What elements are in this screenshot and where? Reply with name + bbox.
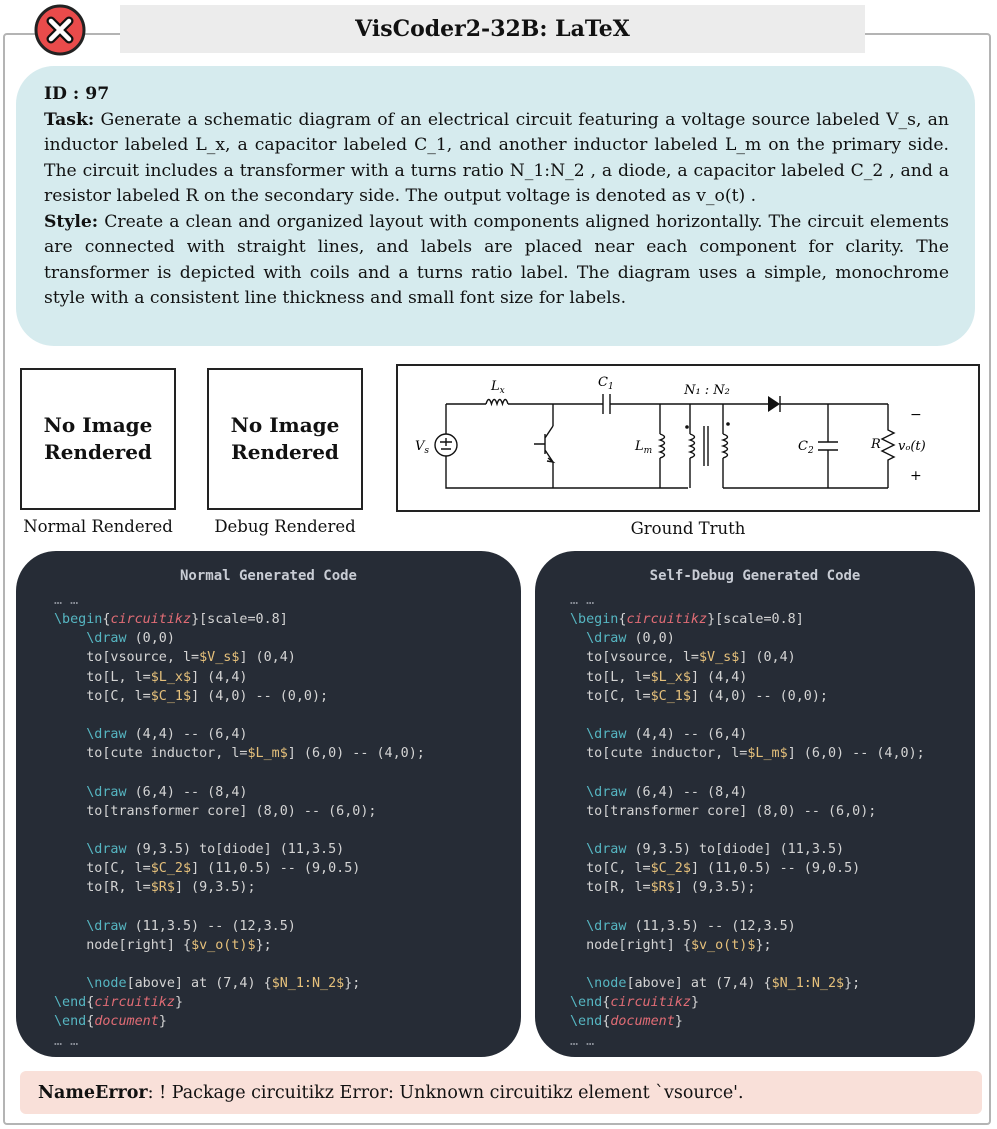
code-line: to[vsource, l=$V_s$] (0,4): [54, 650, 296, 666]
code-line: \draw (9,3.5) to[diode] (11,3.5): [586, 842, 845, 858]
ground-truth-box: Lx C1 N₁ : N₂ Vs Lm C2 R vₒ(t) − +: [396, 364, 980, 512]
code-line: to[C, l=$C_1$] (4,0) -- (0,0);: [570, 688, 828, 704]
ground-truth-caption: Ground Truth: [630, 519, 746, 538]
code-line: to[cute inductor, l=$L_m$] (6,0) -- (4,0…: [54, 746, 425, 762]
error-message: NameError: ! Package circuitikz Error: U…: [20, 1071, 982, 1114]
label-vs: Vs: [415, 439, 429, 456]
normal-code-title: Normal Generated Code: [179, 568, 357, 584]
task-label: Task:: [44, 109, 95, 130]
code-line: \draw (11,3.5) -- (12,3.5): [86, 918, 296, 934]
code-line: \draw (6,4) -- (8,4): [86, 784, 248, 800]
code-line: to[L, l=$L_x$] (4,4): [570, 669, 748, 685]
circuit-diagram: Lx C1 N₁ : N₂ Vs Lm C2 R vₒ(t) − +: [415, 375, 926, 489]
code-line: to[C, l=$C_2$] (11,0.5) -- (9,0.5): [54, 861, 361, 877]
label-r: R: [870, 437, 881, 452]
code-line: node[right] {$v_o(t)$};: [54, 937, 272, 953]
label-c2: C2: [798, 439, 814, 456]
code-line: to[R, l=$R$] (9,3.5);: [570, 880, 756, 896]
code-line: \end{circuitikz}: [54, 995, 183, 1011]
label-lm: Lm: [634, 439, 652, 456]
label-minus: −: [910, 407, 922, 423]
debug-code-title: Self-Debug Generated Code: [649, 568, 861, 584]
page-title: VisCoder2-32B: LaTeX: [120, 5, 865, 53]
code-line: to[R, l=$R$] (9,3.5);: [54, 880, 256, 896]
code-line: to[L, l=$L_x$] (4,4): [54, 669, 248, 685]
code-line: … …: [570, 593, 595, 608]
code-line: \begin{circuitikz}[scale=0.8]: [570, 612, 804, 628]
style-label: Style:: [44, 211, 99, 232]
code-line: \end{document}: [570, 1014, 683, 1030]
code-line: … …: [570, 1033, 595, 1049]
code-line: \draw (4,4) -- (6,4): [86, 727, 248, 743]
task-description: ID : 97 Task: Generate a schematic diagr…: [16, 66, 975, 346]
normal-render-caption: Normal Rendered: [23, 517, 173, 536]
debug-code-panel: Self-Debug Generated Code … … \begin{cir…: [535, 551, 975, 1057]
code-line: \draw (6,4) -- (8,4): [586, 784, 748, 800]
style-text: Create a clean and organized layout with…: [44, 211, 949, 309]
task-id: ID : 97: [44, 84, 110, 104]
normal-code-panel: Normal Generated Code … … \begin{circuit…: [16, 551, 521, 1057]
label-lx: Lx: [490, 379, 505, 396]
code-line: to[vsource, l=$V_s$] (0,4): [570, 650, 796, 666]
title-text: VisCoder2-32B: LaTeX: [355, 16, 630, 42]
code-line: \draw (0,0): [86, 631, 175, 647]
normal-render-box: No Image Rendered: [20, 368, 176, 510]
code-line: \draw (0,0): [586, 631, 675, 647]
code-line: \node[above] at (7,4) {$N_1:N_2$};: [86, 976, 361, 992]
normal-code-block: … … \begin{circuitikz}[scale=0.8] \draw …: [54, 591, 425, 1051]
error-text: : ! Package circuitikz Error: Unknown ci…: [147, 1082, 744, 1103]
task-paragraph: Task: Generate a schematic diagram of an…: [44, 108, 949, 210]
error-type: NameError: [38, 1082, 148, 1103]
label-turns-ratio: N₁ : N₂: [683, 383, 730, 398]
label-plus: +: [910, 468, 922, 484]
debug-code-block: … … \begin{circuitikz}[scale=0.8] \draw …: [570, 591, 925, 1051]
code-line: to[transformer core] (8,0) -- (6,0);: [54, 803, 377, 819]
style-paragraph: Style: Create a clean and organized layo…: [44, 210, 949, 312]
normal-render-placeholder: No Image Rendered: [43, 413, 153, 464]
task-text: Generate a schematic diagram of an elect…: [44, 109, 950, 207]
code-line: \end{document}: [54, 1014, 167, 1030]
code-line: … …: [54, 593, 79, 608]
error-x-icon: [34, 4, 86, 56]
code-line: \draw (4,4) -- (6,4): [586, 727, 748, 743]
code-line: \begin{circuitikz}[scale=0.8]: [54, 612, 288, 628]
code-line: node[right] {$v_o(t)$};: [570, 937, 772, 953]
code-line: to[transformer core] (8,0) -- (6,0);: [570, 803, 877, 819]
code-line: \draw (11,3.5) -- (12,3.5): [586, 918, 796, 934]
debug-render-caption: Debug Rendered: [214, 517, 356, 536]
debug-render-box: No Image Rendered: [207, 368, 363, 510]
code-line: to[C, l=$C_1$] (4,0) -- (0,0);: [54, 688, 329, 704]
code-line: to[C, l=$C_2$] (11,0.5) -- (9,0.5): [570, 861, 861, 877]
code-line: \node[above] at (7,4) {$N_1:N_2$};: [586, 976, 861, 992]
code-line: \end{circuitikz}: [570, 995, 699, 1011]
label-vo: vₒ(t): [898, 439, 926, 454]
code-line: \draw (9,3.5) to[diode] (11,3.5): [86, 842, 345, 858]
debug-render-placeholder: No Image Rendered: [230, 413, 340, 464]
code-line: to[cute inductor, l=$L_m$] (6,0) -- (4,0…: [570, 746, 925, 762]
label-c1: C1: [598, 375, 614, 392]
code-line: … …: [54, 1033, 79, 1049]
